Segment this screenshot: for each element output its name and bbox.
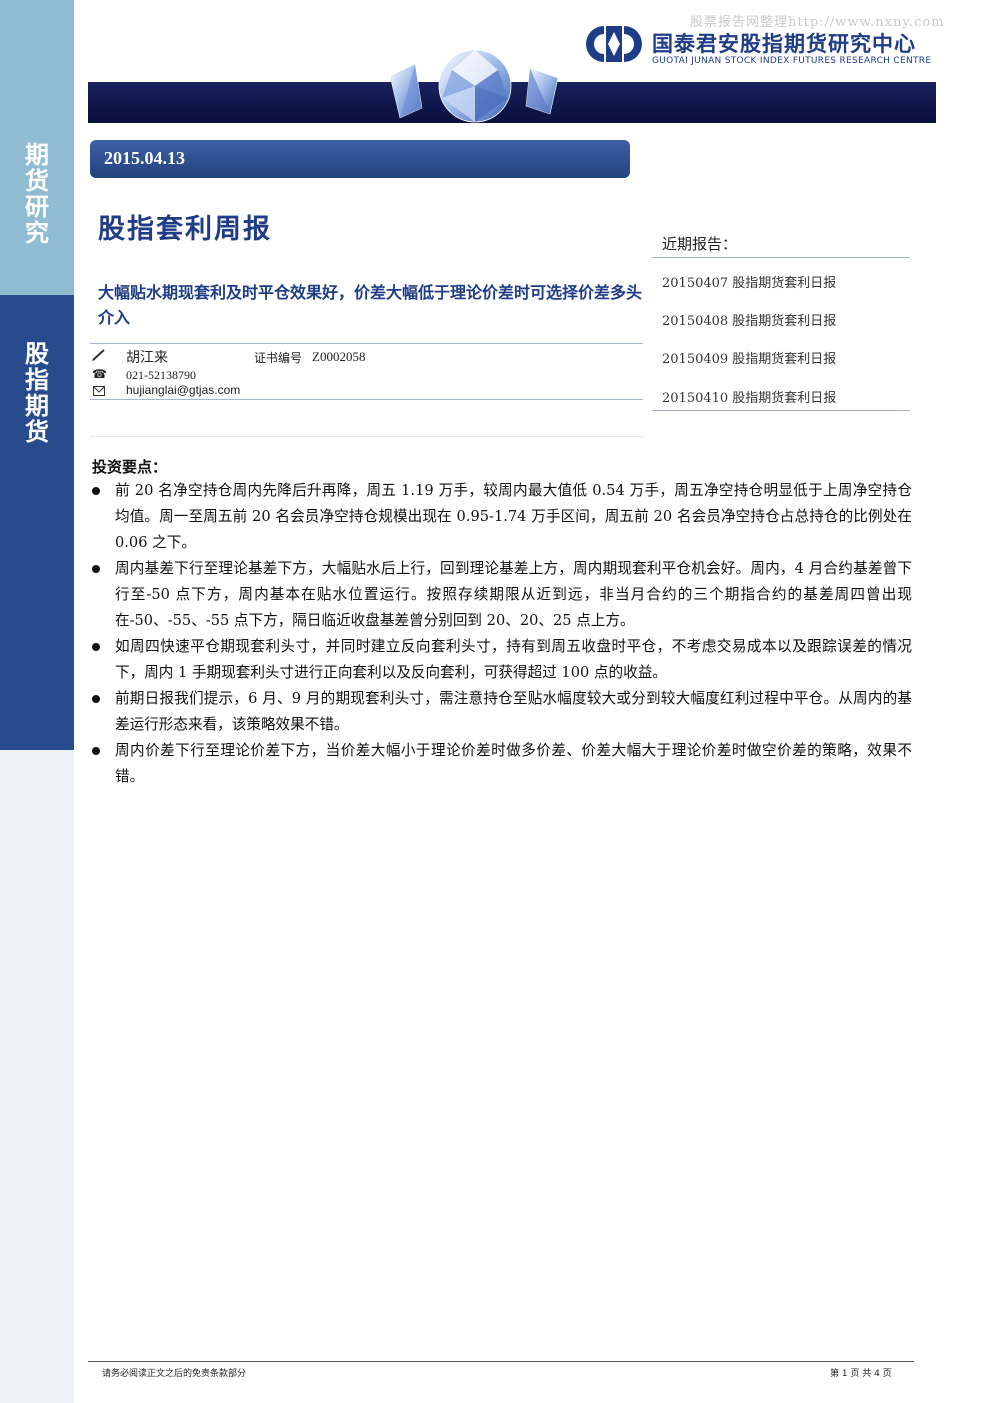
author-phone: 021-52138790 xyxy=(126,368,196,382)
watermark-text: 股票报告网整理http://www.nxny.com xyxy=(690,15,945,30)
list-item: 如周四快速平仓期现套利头寸，并同时建立反向套利头寸，持有到周五收盘时平仓，不考虑… xyxy=(92,634,912,686)
key-points-list: 前 20 名净空持仓周内先降后升再降，周五 1.19 万手，较周内最大值低 0.… xyxy=(92,478,912,790)
author-bottom-rule xyxy=(90,399,643,400)
list-item: 前期日报我们提示，6 月、9 月的期现套利头寸，需注意持仓至贴水幅度较大或分到较… xyxy=(92,686,912,738)
recent-report-item[interactable]: 20150407 股指期货套利日报 xyxy=(662,276,837,291)
bullet-icon xyxy=(92,747,100,755)
bullet-icon xyxy=(92,643,100,651)
org-name-cn: 国泰君安股指期货研究中心 xyxy=(652,32,916,56)
recent-reports-heading: 近期报告： xyxy=(662,235,738,253)
bullet-icon xyxy=(92,695,100,703)
page-number: 第 1 页 共 4 页 xyxy=(830,1369,892,1379)
sidebar-bottom-band xyxy=(0,750,74,1403)
list-item: 周内价差下行至理论价差下方，当价差大幅小于理论价差时做多价差、价差大幅大于理论价… xyxy=(92,738,912,790)
author-top-rule xyxy=(90,343,643,344)
cert-number: Z0002058 xyxy=(312,349,366,364)
sidebar-label-index-futures: 股 指 期 货 xyxy=(25,340,49,446)
footer-rule xyxy=(88,1361,914,1362)
company-logo-icon xyxy=(586,26,642,62)
page-title: 股指套利周报 xyxy=(98,214,272,245)
footer-disclaimer: 请务必阅读正文之后的免责条款部分 xyxy=(102,1369,247,1379)
list-item: 前 20 名净空持仓周内先降后升再降，周五 1.19 万手，较周内最大值低 0.… xyxy=(92,478,912,556)
key-points-heading: 投资要点： xyxy=(92,458,168,476)
cert-label: 证书编号 xyxy=(254,351,303,365)
sidebar-label-research: 期 货 研 究 xyxy=(25,141,49,247)
author-name: 胡江来 xyxy=(126,350,168,366)
section-rule xyxy=(90,436,643,437)
org-name-en: GUOTAI JUNAN STOCK INDEX FUTURES RESEARC… xyxy=(652,56,932,66)
recent-report-item[interactable]: 20150410 股指期货套利日报 xyxy=(662,391,837,406)
author-email[interactable]: hujianglai@gtjas.com xyxy=(126,383,241,397)
pen-icon xyxy=(92,349,105,361)
sidebar-top-band: 期 货 研 究 xyxy=(0,0,74,295)
diamond-graphic-icon xyxy=(389,49,559,123)
recent-reports-rule-bottom xyxy=(652,410,910,411)
list-item: 周内基差下行至理论基差下方，大幅贴水后上行，回到理论基差上方，周内期现套利平仓机… xyxy=(92,556,912,634)
bullet-icon xyxy=(92,487,100,495)
recent-reports-rule-top xyxy=(652,257,910,258)
report-subtitle: 大幅贴水期现套利及时平仓效果好，价差大幅低于理论价差时可选择价差多头介入 xyxy=(98,283,643,327)
sidebar-mid-band: 股 指 期 货 xyxy=(0,295,74,750)
bullet-icon xyxy=(92,565,100,573)
header-banner xyxy=(88,82,936,123)
report-date: 2015.04.13 xyxy=(104,148,185,168)
phone-icon: ☎ xyxy=(92,367,107,381)
email-icon xyxy=(93,386,105,396)
recent-report-item[interactable]: 20150409 股指期货套利日报 xyxy=(662,352,837,367)
recent-report-item[interactable]: 20150408 股指期货套利日报 xyxy=(662,314,837,329)
date-bar: 2015.04.13 xyxy=(90,140,630,178)
